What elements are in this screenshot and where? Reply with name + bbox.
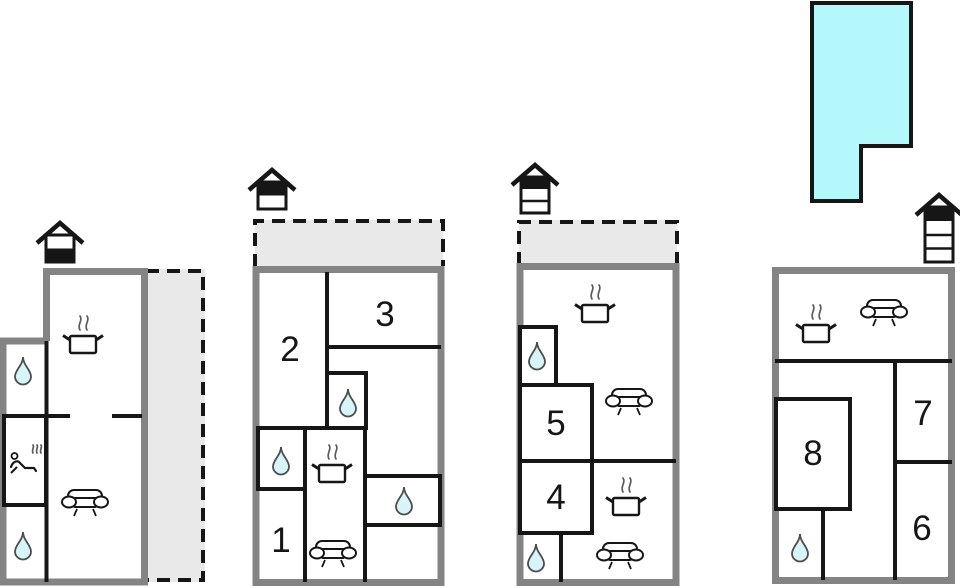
building-1 (0, 223, 205, 586)
chimney-icon-4-floors-top (916, 195, 960, 264)
terrace (255, 220, 443, 267)
room-area (43, 268, 148, 586)
outer-wall (43, 268, 148, 586)
terrace-dashed-border (146, 269, 205, 582)
inner-wall (775, 359, 952, 580)
bathroom (363, 474, 442, 527)
terrace (148, 269, 205, 582)
swimming-pool (810, 1, 913, 203)
terrace-dashed-border (517, 220, 679, 265)
chimney-icon-2-floors-top (249, 170, 295, 211)
building-2: 2 3 1 (249, 170, 445, 586)
chimney-icon-2-floors-bottom (37, 223, 83, 264)
bedroom-8 (774, 397, 852, 511)
room-label-7: 7 (913, 394, 932, 433)
terrace (519, 220, 677, 264)
bathroom (256, 426, 307, 491)
sauna-room (2, 414, 48, 507)
bedroom-5 (518, 383, 594, 463)
room-label-6: 6 (912, 509, 931, 548)
room-label-8: 8 (803, 434, 822, 473)
building-3: 5 4 (512, 165, 680, 586)
room-label-1: 1 (271, 521, 290, 560)
chimney-icon-3-floors-top (512, 165, 558, 215)
room-label-5: 5 (546, 404, 565, 443)
room-label-4: 4 (546, 478, 565, 517)
building-4: 7 8 6 (772, 195, 960, 585)
bedroom-4 (518, 459, 594, 535)
terrace-dashed-border (253, 219, 445, 267)
room-label-2: 2 (280, 330, 299, 369)
room-label-3: 3 (375, 295, 394, 334)
